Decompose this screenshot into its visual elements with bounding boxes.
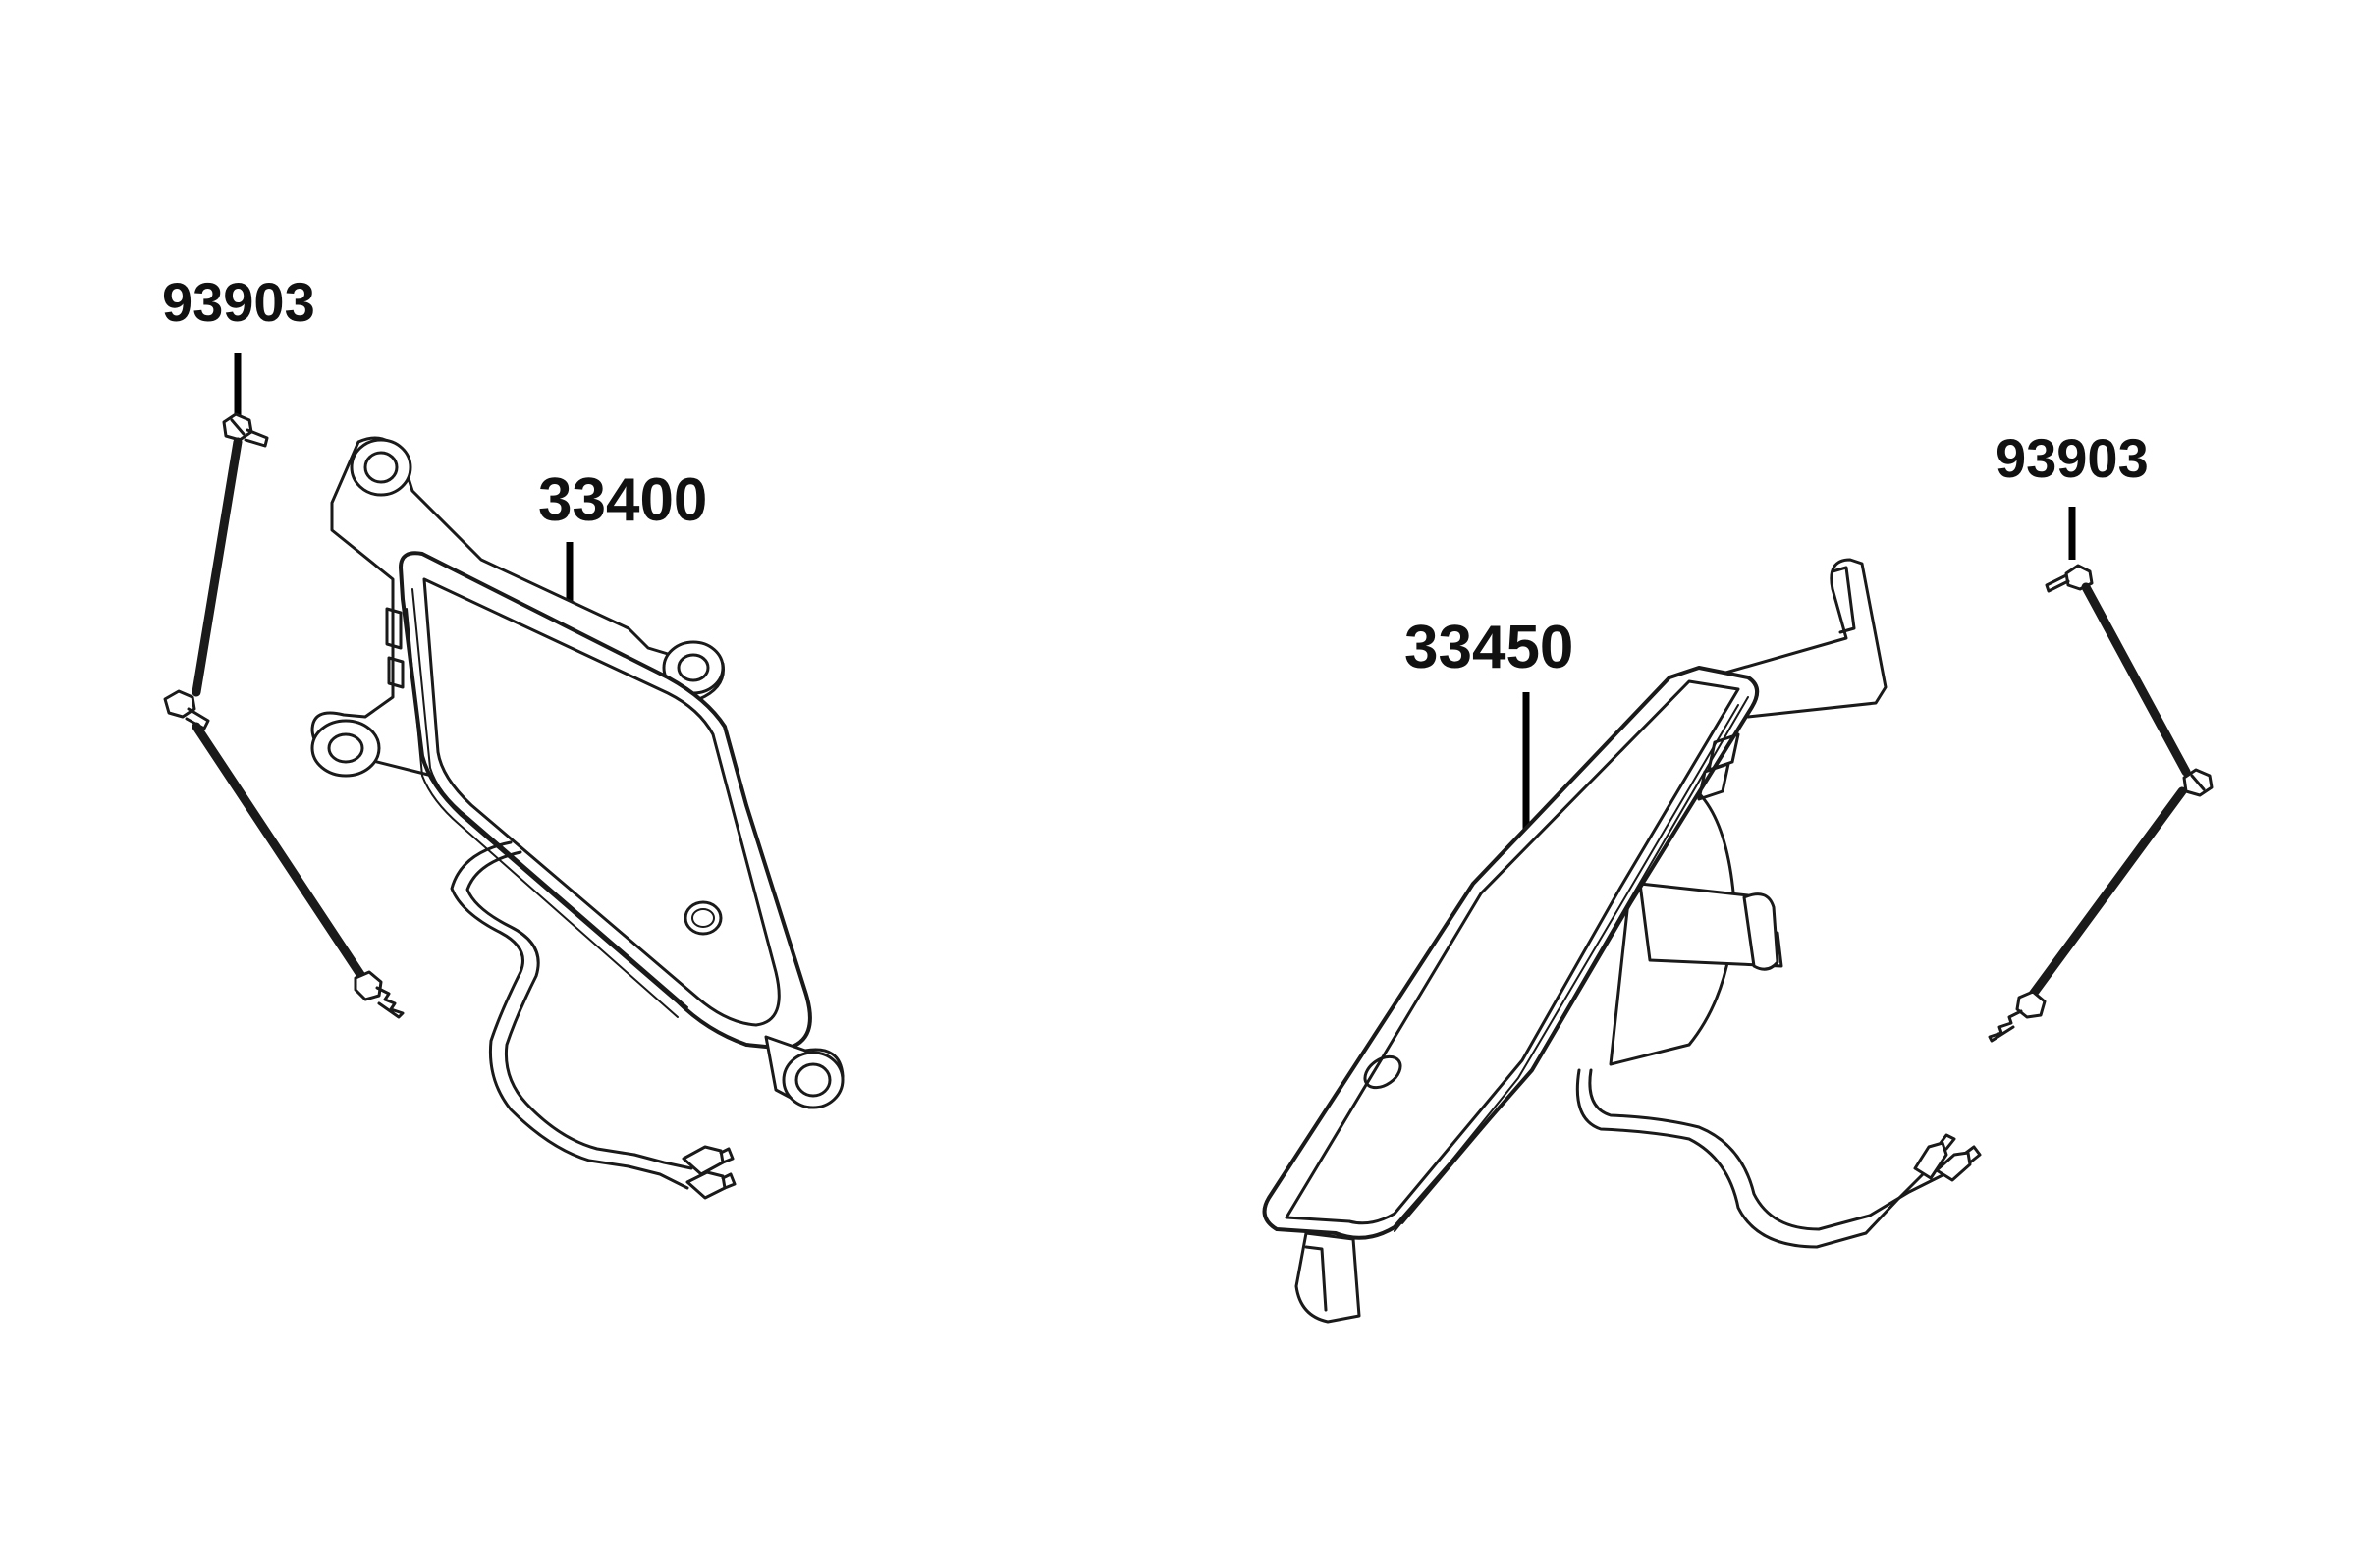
screw-head-mid-left — [163, 689, 210, 730]
screw-left-assembly: 93903 — [162, 271, 405, 1019]
boss-lower-left — [310, 719, 381, 778]
screw-head-mid-right — [2182, 768, 2214, 797]
lamp-hole-left — [684, 900, 723, 936]
label-screw-left: 93903 — [162, 271, 315, 333]
boss-bottom-left — [782, 1051, 845, 1109]
lamp-body-right — [1262, 666, 1760, 1240]
lamp-body-left — [399, 551, 812, 1051]
label-screw-right: 93903 — [1996, 427, 2149, 489]
wire-harness-left — [450, 840, 737, 1200]
screw-right-assembly: 93903 — [1988, 427, 2214, 1043]
lamp-hole-right — [1363, 1054, 1402, 1090]
screw-head-top-left — [222, 412, 269, 448]
lamp-right-assembly: 33450 — [1262, 558, 1982, 1324]
lamp-left-assembly: 33400 — [310, 436, 845, 1200]
wire-harness-right — [1575, 1068, 1982, 1249]
screw-tip-bottom-right — [1988, 990, 2047, 1043]
screw-tip-bottom-left — [354, 970, 405, 1019]
boss-top-left — [350, 438, 412, 497]
tab-bottom-right — [1294, 1231, 1361, 1324]
label-lamp-right: 33450 — [1404, 614, 1573, 681]
label-lamp-left: 33400 — [538, 466, 707, 534]
bracket-top-right — [1707, 558, 1888, 719]
